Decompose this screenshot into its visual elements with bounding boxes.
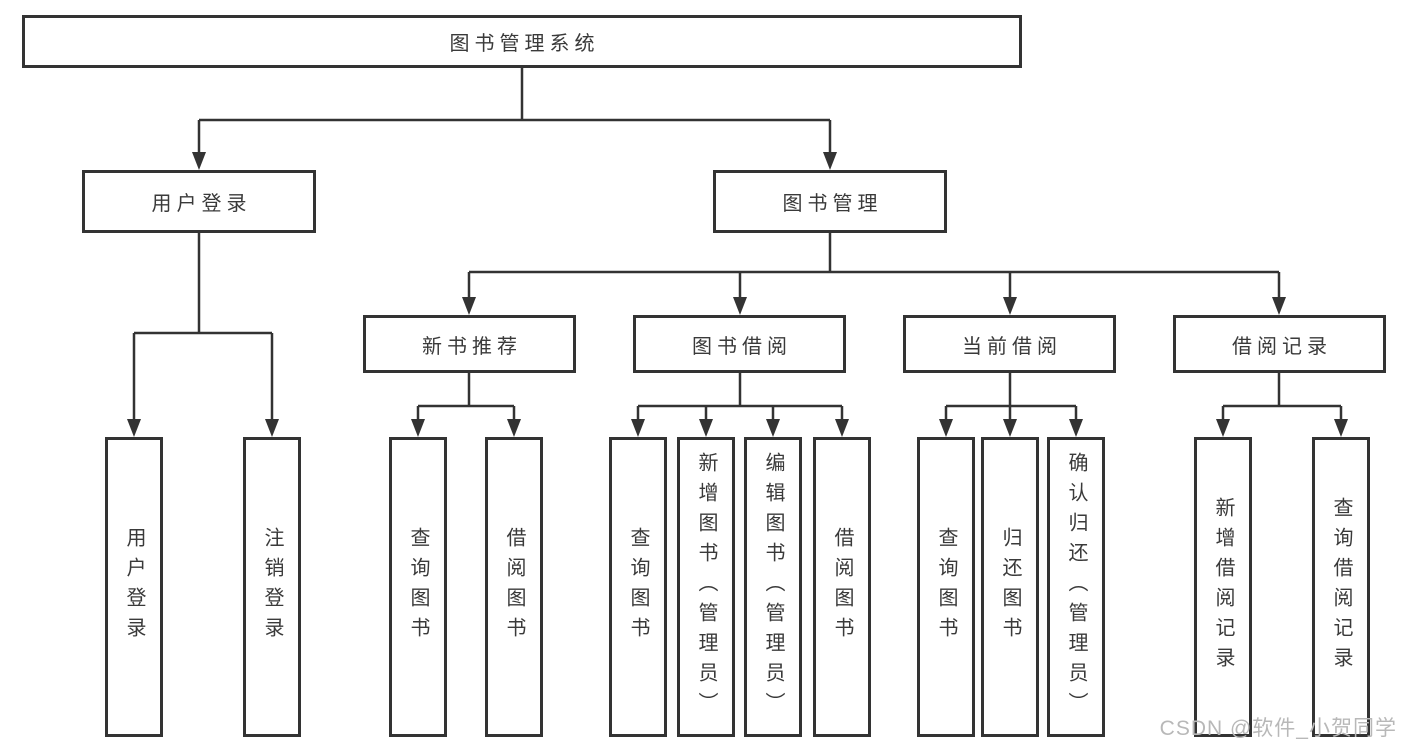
connector-records-to-leaves bbox=[1221, 373, 1343, 420]
leaf-label: 借阅图书 bbox=[503, 527, 525, 647]
leaf-confirm-return-admin: 确认归还（管理员） bbox=[1047, 437, 1105, 737]
node-current-borrowing: 当前借阅 bbox=[903, 315, 1116, 373]
leaf-label: 查询借阅记录 bbox=[1330, 497, 1352, 677]
leaf-query-books-borrowing: 查询图书 bbox=[609, 437, 667, 737]
connector-userlogin-to-leaves bbox=[132, 233, 274, 420]
leaf-label: 查询图书 bbox=[627, 527, 649, 647]
leaf-query-books-current: 查询图书 bbox=[917, 437, 975, 737]
leaf-label: 查询图书 bbox=[407, 527, 429, 647]
arrowheads-borrowing-leaves bbox=[631, 419, 849, 437]
leaf-edit-book-admin: 编辑图书（管理员） bbox=[744, 437, 802, 737]
arrowheads-records-leaves bbox=[1216, 419, 1348, 437]
node-new-book-recommend: 新书推荐 bbox=[363, 315, 576, 373]
leaf-borrow-books-recommend: 借阅图书 bbox=[485, 437, 543, 737]
connector-current-to-leaves bbox=[944, 373, 1078, 420]
arrowheads-userlogin-leaves bbox=[127, 419, 279, 437]
arrowheads-level2 bbox=[192, 152, 837, 170]
leaf-return-books: 归还图书 bbox=[981, 437, 1039, 737]
leaf-user-login: 用户登录 bbox=[105, 437, 163, 737]
leaf-label: 新增图书（管理员） bbox=[695, 452, 717, 722]
node-book-management: 图书管理 bbox=[713, 170, 947, 233]
connector-borrowing-to-leaves bbox=[636, 373, 844, 420]
leaf-label: 查询图书 bbox=[935, 527, 957, 647]
watermark: CSDN @软件_小贺同学 bbox=[1159, 717, 1397, 740]
leaf-query-books-recommend: 查询图书 bbox=[389, 437, 447, 737]
connector-newbook-to-leaves bbox=[416, 373, 516, 420]
leaf-add-borrow-record: 新增借阅记录 bbox=[1194, 437, 1252, 737]
node-book-borrowing: 图书借阅 bbox=[633, 315, 846, 373]
leaf-label: 编辑图书（管理员） bbox=[762, 452, 784, 722]
node-user-login: 用户登录 bbox=[82, 170, 316, 233]
leaf-label: 归还图书 bbox=[999, 527, 1021, 647]
arrowheads-current-leaves bbox=[939, 419, 1083, 437]
leaf-logout: 注销登录 bbox=[243, 437, 301, 737]
leaf-add-book-admin: 新增图书（管理员） bbox=[677, 437, 735, 737]
node-library-management-system: 图书管理系统 bbox=[22, 15, 1022, 68]
node-borrowing-records: 借阅记录 bbox=[1173, 315, 1386, 373]
arrowheads-newbook-leaves bbox=[411, 419, 521, 437]
connector-bookmgmt-to-level3 bbox=[467, 233, 1281, 298]
leaf-label: 用户登录 bbox=[123, 527, 145, 647]
arrowheads-level3 bbox=[462, 297, 1286, 315]
connector-root-to-level2 bbox=[197, 68, 832, 153]
leaf-label: 注销登录 bbox=[261, 527, 283, 647]
leaf-label: 借阅图书 bbox=[831, 527, 853, 647]
leaf-label: 新增借阅记录 bbox=[1212, 497, 1234, 677]
leaf-query-borrow-record: 查询借阅记录 bbox=[1312, 437, 1370, 737]
leaf-borrow-books-borrowing: 借阅图书 bbox=[813, 437, 871, 737]
leaf-label: 确认归还（管理员） bbox=[1065, 452, 1087, 722]
